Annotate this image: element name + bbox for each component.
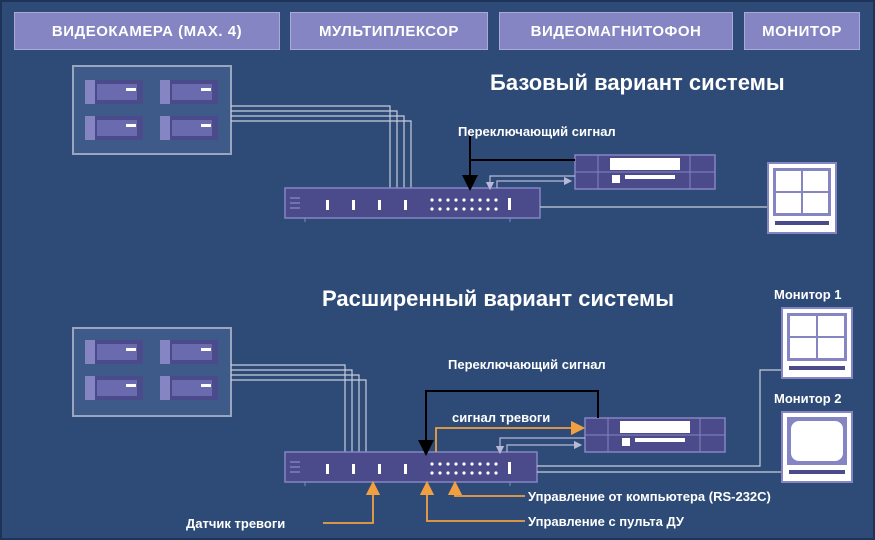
pc-control-label: Управление от компьютера (RS-232C)	[528, 489, 771, 504]
camera-group-basic	[72, 65, 232, 155]
multiplexer-basic	[284, 187, 541, 222]
camera-cables-extended	[231, 364, 367, 452]
alarm-sensor-label: Датчик тревоги	[186, 516, 286, 531]
remote-control-label: Управление с пульта ДУ	[528, 514, 685, 529]
legend-monitor: МОНИТОР	[744, 12, 860, 50]
camera-group-extended	[72, 327, 232, 417]
camera-icon	[160, 80, 218, 104]
legend-camera: ВИДЕОКАМЕРА (MAX. 4)	[14, 12, 280, 50]
remote-control-arrow	[419, 480, 525, 522]
vcr-extended	[584, 417, 726, 453]
monitor-2	[781, 411, 853, 483]
alarm-signal-arrow	[435, 420, 586, 452]
camera-cables-basic	[231, 105, 412, 188]
monitor-1	[781, 307, 853, 379]
vcr-basic	[574, 154, 716, 190]
monitor-1-label: Монитор 1	[774, 287, 842, 302]
monitor-basic	[767, 162, 837, 234]
camera-icon	[160, 340, 218, 364]
legend-vcr: ВИДЕОМАГНИТОФОН	[499, 12, 733, 50]
legend-multiplexer: МУЛЬТИПЛЕКСОР	[290, 12, 488, 50]
alarm-sensor-arrow	[323, 480, 381, 524]
camera-icon	[85, 376, 143, 400]
extended-switch-signal-label: Переключающий сигнал	[448, 357, 606, 372]
basic-switch-signal-label: Переключающий сигнал	[458, 124, 616, 139]
switch-signal-arrow-extended	[418, 390, 599, 456]
camera-icon	[160, 116, 218, 140]
camera-icon	[85, 116, 143, 140]
pc-control-arrow	[447, 480, 525, 497]
camera-icon	[85, 80, 143, 104]
extended-system-title: Расширенный вариант системы	[322, 286, 675, 311]
alarm-signal-label: сигнал тревоги	[452, 410, 551, 425]
basic-system-title: Базовый вариант системы	[490, 70, 785, 95]
switch-signal-arrow-basic	[462, 135, 575, 191]
camera-icon	[85, 340, 143, 364]
multiplexer-extended	[284, 451, 538, 486]
camera-icon	[160, 376, 218, 400]
monitor-2-label: Монитор 2	[774, 391, 842, 406]
